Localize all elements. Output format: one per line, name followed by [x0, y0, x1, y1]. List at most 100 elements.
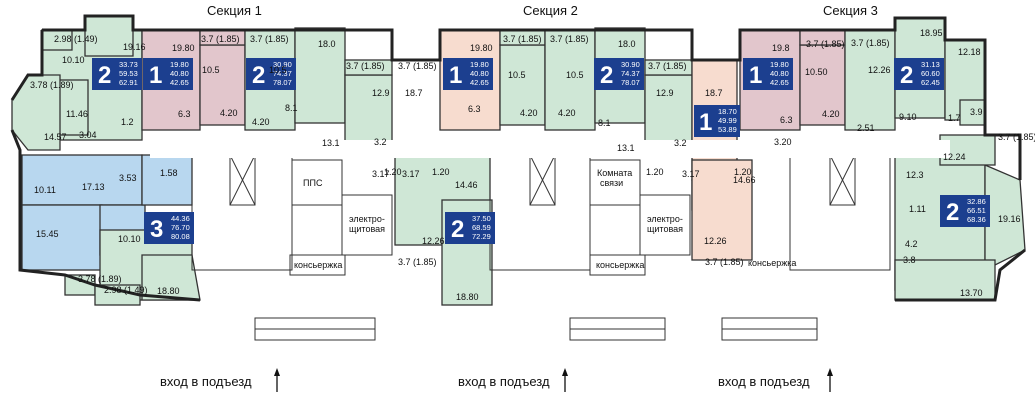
room-label: 12.24 — [943, 152, 966, 162]
badge-rooms: 2 — [252, 62, 265, 89]
room-label: 11.46 — [66, 109, 88, 119]
room-label: 3.7 (1.85) — [806, 39, 845, 49]
room-label: 1.20 — [646, 167, 664, 177]
badge-rooms: 1 — [149, 62, 162, 89]
badge-area-a: 19.80 — [470, 60, 489, 69]
badge-rooms: 2 — [98, 62, 111, 89]
badge-area-c: 62.91 — [119, 78, 138, 87]
badge-area-a: 33.73 — [119, 60, 138, 69]
room-label: 12.9 — [372, 88, 390, 98]
room-label: 10.50 — [805, 67, 828, 77]
room-label: 3.7 (1.85) — [705, 257, 744, 267]
room-label: 10.5 — [508, 70, 526, 80]
badge-area-a: 30.90 — [273, 60, 292, 69]
room-label: 10.10 — [118, 234, 141, 244]
badge-apartment: 2 30.90 74.37 78.07 — [594, 58, 644, 90]
room-label: 1.58 — [160, 168, 178, 178]
room-label: 19.80 — [172, 43, 195, 53]
room-label: 3.9 — [970, 107, 983, 117]
room-label: 19.16 — [998, 214, 1021, 224]
room-label: 12.3 — [906, 170, 924, 180]
room-label: 19.16 — [123, 42, 146, 52]
corridor — [150, 140, 950, 158]
room-label: 19.80 — [470, 43, 493, 53]
room-label: 6.3 — [780, 115, 793, 125]
badge-rooms: 1 — [699, 109, 712, 136]
room-label: 6.3 — [468, 104, 481, 114]
room-label: 13.70 — [960, 288, 983, 298]
room-label: 3.17 — [402, 169, 420, 179]
badge-area-a: 37.50 — [472, 214, 491, 223]
room-label: 14.46 — [455, 180, 478, 190]
badge-apartment: 2 32.86 66.51 68.36 — [940, 195, 990, 227]
room-label: 13.1 — [617, 143, 635, 153]
stairs-sec3 — [721, 317, 818, 341]
badge-area-c: 42.65 — [170, 78, 189, 87]
pps-room — [291, 159, 343, 206]
room-label: 3.7 (1.85) — [346, 61, 385, 71]
room-label: 3.7 (1.85) — [250, 34, 289, 44]
room-label: 3.7 (1.85) — [503, 34, 542, 44]
badge-rooms: 2 — [451, 216, 464, 243]
badge-area-a: 44.36 — [171, 214, 190, 223]
badge-area-b: 40.80 — [770, 69, 789, 78]
room-label: 18.0 — [618, 39, 636, 49]
room-label: 18.95 — [920, 28, 943, 38]
room-label: 13.1 — [322, 138, 340, 148]
room-label: 3.8 — [903, 255, 916, 265]
badge-area-a: 30.90 — [621, 60, 640, 69]
room-label: 1.20 — [734, 167, 752, 177]
room-label: 3.7 (1.85) — [851, 38, 890, 48]
room-label: 8.1 — [598, 118, 611, 128]
room-label: 2.51 — [857, 123, 875, 133]
room-labels: 2.98 (1.49) 10.10 19.16 19.80 3.7 (1.85)… — [30, 28, 1035, 302]
badge-apartment: 1 19.80 40.80 42.65 — [743, 58, 793, 90]
room-label: 3.53 — [119, 173, 137, 183]
room-label: 14.66 — [733, 175, 756, 185]
room-label: 6.3 — [178, 109, 191, 119]
comm-label-2: связи — [600, 178, 623, 188]
badge-rooms: 1 — [749, 62, 762, 89]
room-label: 3.7 (1.85) — [648, 61, 687, 71]
badge-apartment: 2 30.90 74.37 78.07 — [246, 58, 296, 90]
room-label: 18.80 — [157, 286, 180, 296]
badge-area-a: 18.70 — [718, 107, 737, 116]
room-label: 3.2 — [674, 138, 687, 148]
electro-label-1: электро- — [349, 214, 385, 224]
room-label: 12.26 — [868, 65, 891, 75]
room-label: 3.7 (1.85) — [550, 34, 589, 44]
room-label: 4.20 — [822, 109, 840, 119]
badge-area-c: 68.36 — [967, 215, 986, 224]
room-label: 10.5 — [202, 65, 220, 75]
room-label: 9.10 — [899, 112, 917, 122]
room-label: 12.26 — [704, 236, 727, 246]
room-label: 3.7 (1.85) — [998, 132, 1035, 142]
badge-rooms: 2 — [900, 62, 913, 89]
badge-apartment: 2 37.50 68.59 72.29 — [445, 212, 495, 244]
badge-area-a: 19.80 — [170, 60, 189, 69]
badge-rooms: 3 — [150, 216, 163, 243]
badge-area-b: 40.80 — [170, 69, 189, 78]
entrance-label-2: вход в подъезд — [458, 374, 550, 389]
badge-area-c: 72.29 — [472, 232, 491, 241]
concierge-label-1: консьержка — [294, 260, 342, 270]
badge-apartment: 2 31.13 60.60 62.45 — [894, 58, 944, 90]
badge-area-b: 66.51 — [967, 206, 986, 215]
room-label: 3.20 — [774, 137, 792, 147]
room-label: 3.7 (1.85) — [398, 257, 437, 267]
badge-apartment: 3 44.36 76.70 80.08 — [144, 212, 194, 244]
entrance-arrow-3 — [827, 368, 833, 392]
stairs-sec1 — [254, 317, 376, 341]
room-label: 10.10 — [62, 55, 85, 65]
stairs-sec2 — [569, 317, 666, 341]
room-label: 4.20 — [558, 108, 576, 118]
badge-apartment: 2 33.73 59.53 62.91 — [92, 58, 142, 90]
room-label: 14.57 — [44, 132, 67, 142]
apartment-3-room — [21, 154, 193, 271]
badge-rooms: 2 — [600, 62, 613, 89]
room-label: 10.5 — [269, 65, 287, 75]
room-label: 1.20 — [384, 167, 402, 177]
room-label: 3.78 (1.89) — [30, 80, 74, 90]
room-label: 19.8 — [772, 43, 790, 53]
